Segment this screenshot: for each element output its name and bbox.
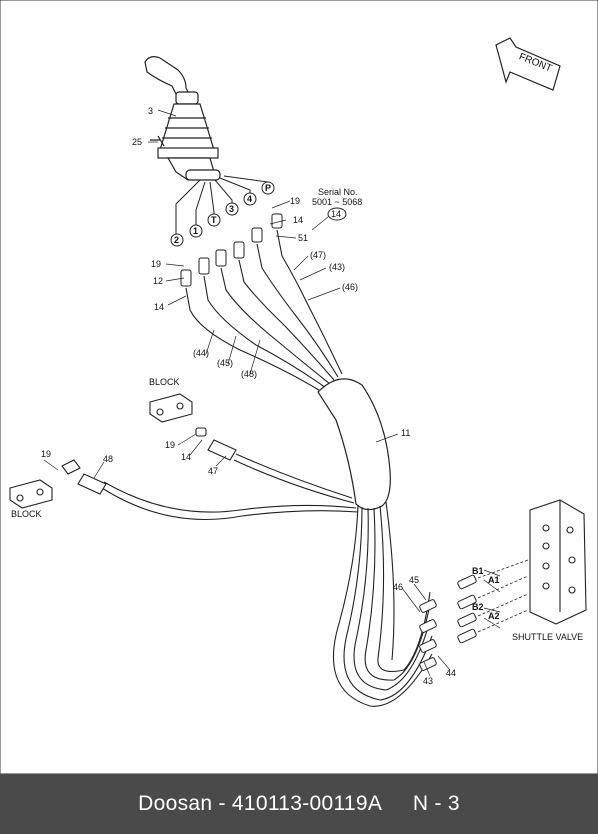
joystick-icon — [144, 56, 221, 181]
svg-text:(45): (45) — [217, 358, 233, 368]
svg-text:14: 14 — [331, 209, 341, 219]
shuttle-valve-icon — [529, 499, 587, 625]
svg-text:19: 19 — [290, 196, 300, 206]
fittings — [180, 213, 283, 287]
svg-text:3: 3 — [148, 106, 153, 116]
block-upper-icon — [149, 393, 237, 461]
svg-text:48: 48 — [103, 454, 113, 464]
footer-gap — [382, 792, 413, 816]
footer-brand: Doosan — [138, 792, 213, 815]
footer-page: N - 3 — [412, 792, 460, 815]
valve-fittings — [419, 574, 477, 671]
svg-text:14: 14 — [181, 452, 191, 462]
svg-text:46: 46 — [393, 582, 403, 592]
svg-text:(46): (46) — [342, 282, 358, 292]
block-label-lower: BLOCK — [11, 509, 42, 519]
svg-text:A2: A2 — [488, 611, 500, 621]
left-hoses — [101, 453, 359, 521]
svg-text:47: 47 — [208, 466, 218, 476]
block-lower-icon — [9, 459, 107, 509]
svg-text:B1: B1 — [472, 566, 484, 576]
hose-bundle — [185, 229, 343, 393]
footer-bar: Doosan - 410113-00119A N - 3 — [0, 774, 598, 834]
serial-range: 5001 ~ 5068 — [312, 197, 362, 207]
svg-text:11: 11 — [401, 428, 410, 438]
parts-diagram: FRONT 2 1 T 3 4 P — [0, 0, 598, 774]
serial-title: Serial No. — [318, 187, 358, 197]
svg-text:(44): (44) — [193, 348, 209, 358]
svg-text:45: 45 — [409, 575, 419, 585]
svg-text:(43): (43) — [329, 262, 345, 272]
footer-sep: - — [212, 792, 232, 815]
lower-hoses — [332, 501, 433, 707]
svg-text:T: T — [211, 215, 217, 225]
block-label-upper: BLOCK — [149, 377, 180, 387]
footer-part-number: 410113-00119A — [231, 792, 383, 815]
svg-text:44: 44 — [446, 668, 456, 678]
svg-text:(47): (47) — [310, 250, 326, 260]
port-labels: 2 1 T 3 4 P — [170, 181, 275, 247]
svg-text:19: 19 — [151, 259, 161, 269]
callout-labels: 3 25 19 14 51 Serial No. 5001 ~ 5068 14 … — [11, 106, 583, 686]
leader-lines — [43, 109, 501, 677]
svg-text:14: 14 — [154, 302, 164, 312]
hose-sleeve — [317, 378, 391, 511]
shuttle-valve-label: SHUTTLE VALVE — [512, 632, 583, 642]
svg-text:19: 19 — [41, 449, 51, 459]
svg-text:19: 19 — [165, 440, 175, 450]
svg-text:4: 4 — [247, 194, 252, 204]
svg-text:1: 1 — [193, 226, 198, 236]
svg-text:3: 3 — [229, 204, 234, 214]
svg-text:2: 2 — [174, 235, 179, 245]
svg-text:P: P — [265, 183, 271, 193]
svg-text:43: 43 — [423, 676, 433, 686]
svg-text:12: 12 — [153, 276, 163, 286]
svg-text:51: 51 — [298, 233, 308, 243]
front-arrow-icon: FRONT — [495, 37, 561, 91]
svg-text:B2: B2 — [472, 602, 484, 612]
svg-text:(48): (48) — [241, 369, 257, 379]
svg-text:A1: A1 — [488, 575, 500, 585]
dashed-links — [477, 559, 529, 633]
svg-text:14: 14 — [293, 215, 303, 225]
svg-text:25: 25 — [132, 137, 142, 147]
